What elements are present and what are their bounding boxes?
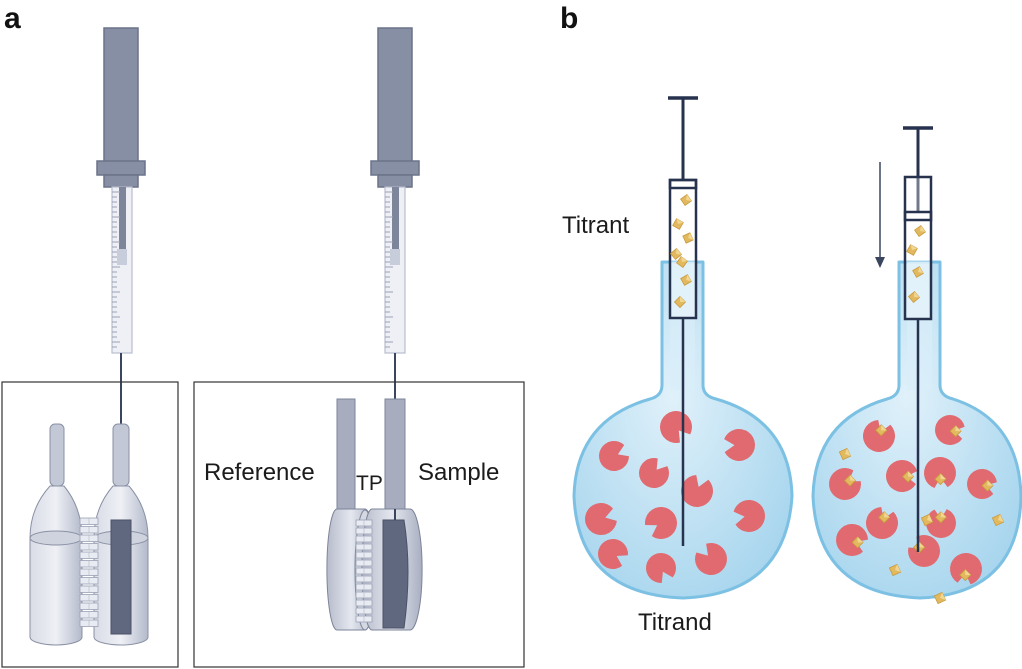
ligand-icon bbox=[901, 470, 915, 483]
syringe-collar-lower bbox=[377, 174, 413, 188]
label-tp: TP bbox=[356, 472, 383, 495]
ligand-icon bbox=[680, 274, 692, 286]
macromolecule-icon bbox=[598, 539, 628, 569]
macromolecules-flask-2 bbox=[829, 415, 997, 585]
ligand-icon bbox=[912, 266, 924, 278]
ligand-icon bbox=[906, 244, 918, 256]
sample-liquid-left bbox=[110, 519, 132, 635]
macromolecule-icon bbox=[733, 500, 765, 533]
reference-cell-left bbox=[29, 423, 83, 646]
macromolecule-icon bbox=[695, 543, 727, 576]
thermopile-left bbox=[79, 517, 99, 627]
ligand-icon bbox=[682, 232, 694, 244]
ligand-icon bbox=[851, 536, 864, 549]
ligand-icon bbox=[672, 218, 684, 230]
macromolecule-icon bbox=[967, 469, 997, 499]
plunger-head bbox=[668, 178, 698, 190]
ligand-icon bbox=[934, 511, 947, 524]
syringe-collar-lower bbox=[103, 174, 139, 188]
macromolecule-icon bbox=[924, 456, 956, 489]
calorimeter-box-left bbox=[1, 381, 179, 668]
macromolecule-icon bbox=[644, 506, 677, 539]
macromolecule-icon bbox=[950, 553, 982, 585]
syringe-motor bbox=[103, 27, 139, 163]
macromolecule-icon bbox=[646, 553, 677, 583]
ligand-icon bbox=[888, 563, 902, 577]
panel-label-b: b bbox=[560, 2, 578, 35]
macromolecule-icon bbox=[585, 503, 617, 536]
ligand-icon bbox=[920, 513, 934, 527]
ligands-in-syringe-2 bbox=[906, 225, 926, 304]
ligand-icon bbox=[914, 225, 926, 237]
syringe-collar bbox=[370, 160, 420, 176]
syringe-collar bbox=[96, 160, 146, 176]
syringe-plunger bbox=[392, 187, 399, 249]
syringe-plunger bbox=[119, 187, 126, 249]
macromolecule-icon bbox=[639, 457, 669, 489]
syringe-graduation bbox=[385, 191, 393, 348]
label-titrant: Titrant bbox=[562, 212, 629, 239]
ligand-icon bbox=[959, 568, 972, 582]
ligand-icon bbox=[907, 290, 921, 304]
ligand-icon bbox=[838, 447, 852, 461]
ligand-icon bbox=[680, 194, 692, 206]
ligand-icon bbox=[981, 479, 994, 492]
syringe-plunger-tip bbox=[117, 249, 127, 265]
sample-cell-left bbox=[93, 423, 149, 646]
thermopile-right bbox=[355, 519, 373, 623]
ligand-icon bbox=[934, 472, 947, 486]
macromolecule-icon bbox=[829, 467, 862, 500]
macromolecule-icon bbox=[886, 460, 918, 493]
ligands-in-syringe-1 bbox=[669, 194, 694, 309]
panel-label-a: a bbox=[4, 2, 21, 35]
macromolecule-icon bbox=[863, 420, 895, 452]
macromolecule-icon bbox=[681, 475, 713, 507]
macromolecule-icon bbox=[925, 509, 956, 539]
syringe-plunger-tip bbox=[390, 249, 400, 265]
syringe-motor bbox=[377, 27, 413, 163]
arrow-down-icon bbox=[875, 162, 885, 268]
ligands-free-flask-2 bbox=[838, 447, 1005, 605]
ligand-icon bbox=[669, 247, 683, 261]
macromolecule-icon bbox=[836, 523, 868, 556]
ligand-icon bbox=[673, 295, 687, 309]
macromolecule-icon bbox=[866, 507, 898, 539]
ligand-icon bbox=[875, 424, 888, 437]
label-sample: Sample bbox=[418, 459, 499, 486]
plunger-head bbox=[903, 210, 933, 222]
macromolecule-icon bbox=[599, 440, 629, 471]
ligand-icon bbox=[949, 425, 962, 438]
ligand-icon bbox=[878, 511, 891, 524]
ligand-icon bbox=[933, 591, 947, 605]
syringe-graduation bbox=[112, 191, 120, 348]
ligand-icon bbox=[676, 256, 688, 268]
macromolecule-icon bbox=[724, 429, 755, 461]
macromolecule-icon bbox=[908, 534, 941, 567]
label-reference: Reference bbox=[204, 459, 315, 486]
macromolecules-flask-1 bbox=[585, 411, 765, 583]
label-titrand: Titrand bbox=[638, 609, 712, 636]
macromolecule-icon bbox=[935, 415, 965, 446]
flask-neck-inner bbox=[907, 262, 932, 390]
calorimeter-box-right bbox=[193, 381, 525, 668]
ligand-icon bbox=[843, 474, 857, 487]
sample-liquid-right bbox=[382, 519, 409, 629]
ligand-icon bbox=[991, 513, 1005, 527]
